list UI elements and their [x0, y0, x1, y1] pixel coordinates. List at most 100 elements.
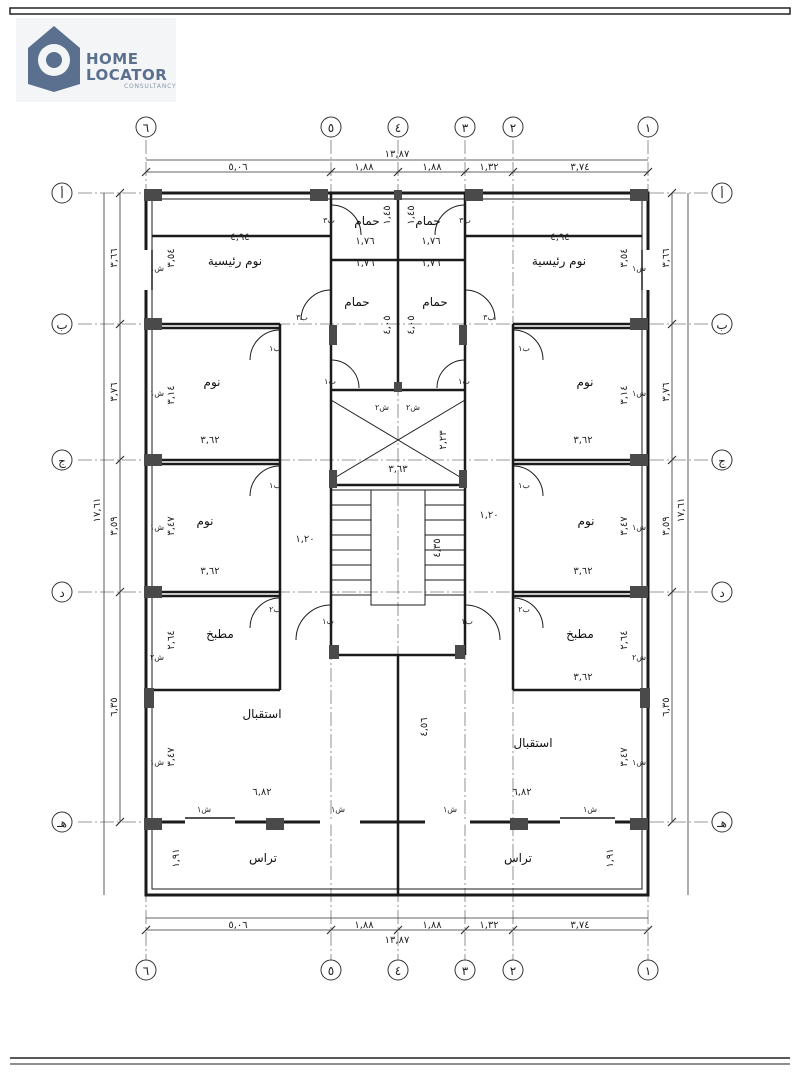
window-tag-12: ش١	[331, 805, 345, 814]
dim-bottom-5: ٣,٧٤	[570, 920, 589, 931]
window-tag-4: ش١	[632, 389, 646, 398]
dim-terrace-d-right: ١,٩١	[605, 848, 616, 867]
door-tag-6: ب١	[518, 344, 530, 353]
grid-row-d: د	[59, 586, 64, 600]
location-pin-icon	[28, 26, 80, 92]
door-tag-13: ب١	[322, 617, 334, 626]
grid-row-e-right: هـ	[716, 816, 727, 830]
dim-hall-d-right: ٣,٤٧	[619, 747, 630, 767]
dim-terrace-d-left: ١,٩١	[171, 848, 182, 867]
dim-stair-depth: ٢,٢٣	[438, 430, 449, 450]
door-tags: ب٣ ب٣ ب٣ ب٣ ب١ ب١ ب١ ب١ ب٢ ب٢ ب١ ب١ ب١ ب…	[150, 216, 646, 814]
door-tag-3: ب٣	[296, 313, 308, 322]
window-tag-6: ش١	[632, 523, 646, 532]
room-master-left: نوم رئيسية	[208, 254, 262, 269]
dim-bed1-d-left: ٣,١٤	[166, 385, 177, 404]
dim-bath-w-right: ١,٧٦	[421, 236, 440, 247]
grid-row-b: ب	[56, 318, 67, 332]
door-swings	[249, 204, 544, 641]
dim-side-3: ٣,٥٩	[109, 516, 120, 535]
room-master-right: نوم رئيسية	[532, 254, 586, 269]
room-bath-top-left: حمام	[354, 214, 379, 228]
window-tag-10: ش١	[632, 758, 646, 767]
room-bed1-left: نوم	[204, 375, 221, 390]
window-tag-11: ش١	[197, 805, 211, 814]
dim-top-2: ١,٨٨	[354, 162, 374, 173]
grid-col-6-bottom: ٦	[143, 964, 149, 978]
grid-col-4: ٤	[395, 121, 401, 135]
dim-room-w-4: ٣,٦٢	[573, 566, 592, 577]
room-bath-right: حمام	[422, 295, 447, 309]
room-bath-left: حمام	[344, 295, 369, 309]
grid-row-b-right: ب	[716, 318, 727, 332]
room-bath-top-right: حمام	[415, 214, 440, 228]
grid-row-a: أ	[60, 186, 63, 201]
dim-recep-w-left: ٦,٨٢	[252, 787, 271, 798]
window-tag-8: ش٢	[632, 653, 646, 662]
room-bed1-right: نوم	[577, 375, 594, 390]
grid-col-3-bottom: ٣	[462, 964, 469, 978]
grid-col-3: ٣	[462, 121, 469, 135]
room-terrace-right: تراس	[504, 851, 532, 866]
grid-row-c: ج	[58, 454, 66, 468]
grid-col-1-bottom: ١	[645, 964, 651, 978]
door-tag-4: ب٣	[483, 313, 495, 322]
columns	[144, 189, 650, 830]
dim-side-total-right: ١٧,٦١	[676, 498, 687, 523]
dim-stair-width: ٣,٦٣	[388, 464, 408, 475]
dim-top-4: ١,٣٢	[479, 162, 498, 173]
dim-bed1-d-right: ٣,١٤	[619, 385, 630, 404]
dim-bath-len-left: ١,٤٥	[382, 205, 393, 224]
logo-text-locator: LOCATOR	[86, 66, 168, 84]
dim-bottom-3: ١,٨٨	[422, 920, 442, 931]
window-tag-5: ش١	[150, 523, 164, 532]
grid-row-c-right: ج	[718, 454, 726, 468]
dim-bath-d-right: ٤,٠٥	[406, 315, 417, 334]
grid-bubbles	[51, 116, 733, 981]
dim-side-1-right: ٣,٦٦	[661, 248, 672, 267]
dim-recep-w-right: ٦,٨٢	[512, 787, 531, 798]
grid-col-6: ٦	[143, 121, 149, 135]
dimension-texts: ١٣,٨٧ ٥,٠٦ ١,٨٨ ١,٨٨ ١,٣٢ ٣,٧٤ ١٣,٨٧ ٥,٠…	[92, 149, 687, 946]
logo-text-home: HOME	[86, 50, 139, 68]
grid-col-5-bottom: ٥	[328, 964, 334, 978]
room-reception-left: استقبال	[242, 707, 281, 721]
grid-labels: ٦ ٥ ٤ ٣ ٢ ١ ٦ ٥ ٤ ٣ ٢ ١ أ ب ج د هـ أ ب ج…	[56, 121, 728, 978]
dim-bath-w-right-2: ١,٧٦	[421, 258, 440, 269]
window-tag-2: ش١	[632, 264, 646, 273]
door-tag-2: ب٣	[459, 216, 471, 225]
dim-hall-d-left: ٣,٤٧	[166, 747, 177, 767]
window-tag-stair-1: ش٢	[375, 403, 389, 412]
door-tag-12: ب١	[458, 377, 470, 386]
grid-col-1: ١	[645, 121, 651, 135]
dim-ticks	[115, 167, 677, 935]
dim-bottom-total: ١٣,٨٧	[385, 935, 410, 946]
dim-side-4: ٦,٣٥	[109, 697, 120, 716]
grid-row-a-right: أ	[720, 186, 723, 201]
grid-col-4-bottom: ٤	[395, 964, 401, 978]
door-tag-1: ب٣	[323, 216, 335, 225]
room-kitchen-right: مطبخ	[566, 627, 594, 641]
dim-side-1: ٣,٦٦	[109, 248, 120, 267]
window-tag-14: ش١	[583, 805, 597, 814]
dim-bed2-d-left: ٣,٤٧	[166, 516, 177, 536]
dim-kitchen-d-right: ٢,٦٤	[619, 630, 630, 649]
window-tag-13: ش١	[443, 805, 457, 814]
dim-lines	[103, 159, 689, 931]
grid-col-2-bottom: ٢	[510, 964, 516, 978]
door-tag-10: ب٢	[518, 605, 530, 614]
dim-bath-w-left: ١,٧٦	[355, 236, 374, 247]
dim-master-w-right: ٤,٩٤	[550, 232, 569, 243]
door-tag-11: ب١	[324, 377, 336, 386]
window-tag-stair-2: ش٢	[406, 403, 420, 412]
grid-row-e: هـ	[56, 816, 67, 830]
dim-bath-d-left: ٤,٠٥	[382, 315, 393, 334]
dim-hall-w-right: ١,٢٠	[479, 510, 498, 521]
logo-text-consultancy: CONSULTANCY	[124, 83, 177, 90]
frame-top	[9, 7, 791, 15]
dim-side-3-right: ٣,٥٩	[661, 516, 672, 535]
room-bed2-left: نوم	[197, 514, 214, 529]
window-tag-3: ش١	[150, 389, 164, 398]
room-labels: حمام حمام حمام حمام نوم رئيسية نوم رئيسي…	[197, 214, 595, 866]
